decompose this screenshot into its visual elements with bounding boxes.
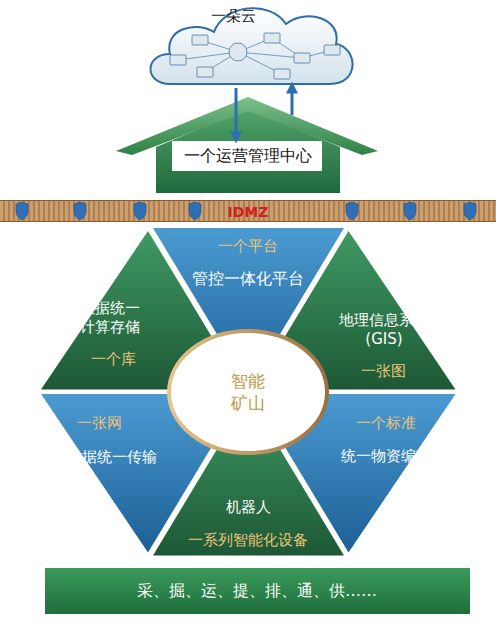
server-icon xyxy=(264,33,280,43)
node-label: 一系列智能化设备 xyxy=(173,531,323,551)
ellipse-node: 智能 矿山 xyxy=(166,328,330,456)
cloud-shape xyxy=(151,8,353,84)
shield-icon xyxy=(464,202,476,220)
network-wire xyxy=(178,52,238,60)
shield-icon xyxy=(189,202,201,220)
node-label: 一张图 xyxy=(344,362,424,382)
server-icon xyxy=(192,35,208,45)
node-label: 一个平台 xyxy=(183,237,313,257)
node-label: 一个库 xyxy=(74,350,154,370)
server-icon xyxy=(170,55,186,65)
connector-arrow xyxy=(291,84,294,115)
band-node: IDMZ xyxy=(0,200,496,222)
triangle-segment xyxy=(153,397,344,555)
node-label: 管控一体化平台 xyxy=(173,269,323,290)
node-label: 一张网 xyxy=(60,414,140,434)
ellipse-outline xyxy=(166,328,330,456)
node-label: 数据统一传输 xyxy=(62,448,162,468)
network-wire xyxy=(200,40,238,52)
center-ellipse xyxy=(169,331,327,453)
network-wire xyxy=(205,52,238,72)
network-wire xyxy=(238,52,302,58)
node-label: 地理信息系统 (GIS) xyxy=(336,310,432,349)
network-wire xyxy=(302,50,332,58)
shield-icon xyxy=(134,202,146,220)
house-outline xyxy=(116,95,378,195)
node-label: 一个标准 xyxy=(341,414,431,434)
base-band xyxy=(45,568,470,614)
node-label: IDMZ xyxy=(208,203,288,221)
house-node: 一个运营管理中心 xyxy=(116,95,378,195)
network-wire xyxy=(238,52,282,74)
hub-icon xyxy=(229,43,247,61)
shield-icon xyxy=(74,202,86,220)
server-icons xyxy=(170,33,340,79)
shield-icons xyxy=(16,202,476,220)
shield-icon xyxy=(16,202,28,220)
network-wire xyxy=(238,38,272,52)
node-label: 机器人 xyxy=(198,498,298,518)
server-icon xyxy=(274,69,290,79)
node-label: 一个运营管理中心 xyxy=(168,146,328,167)
network-wire xyxy=(272,38,302,58)
server-icon xyxy=(294,53,310,63)
network-illustration xyxy=(178,38,332,74)
node-label: 采、掘、运、提、排、通、供…… xyxy=(67,581,447,602)
connector-arrow xyxy=(235,88,238,141)
shield-icon xyxy=(346,202,358,220)
house-body xyxy=(156,109,340,193)
cloud-node: 一朵云 xyxy=(140,0,360,88)
server-icon xyxy=(197,67,213,77)
node-label: 智能 矿山 xyxy=(228,370,268,414)
shield-icon xyxy=(404,202,416,220)
base-node: 采、掘、运、提、排、通、供…… xyxy=(45,568,470,614)
node-label: 数据统一计算存储 xyxy=(77,298,143,337)
server-icon xyxy=(324,45,340,55)
node-label: 一朵云 xyxy=(193,7,273,27)
node-label: 统一物资编码 xyxy=(336,447,436,467)
